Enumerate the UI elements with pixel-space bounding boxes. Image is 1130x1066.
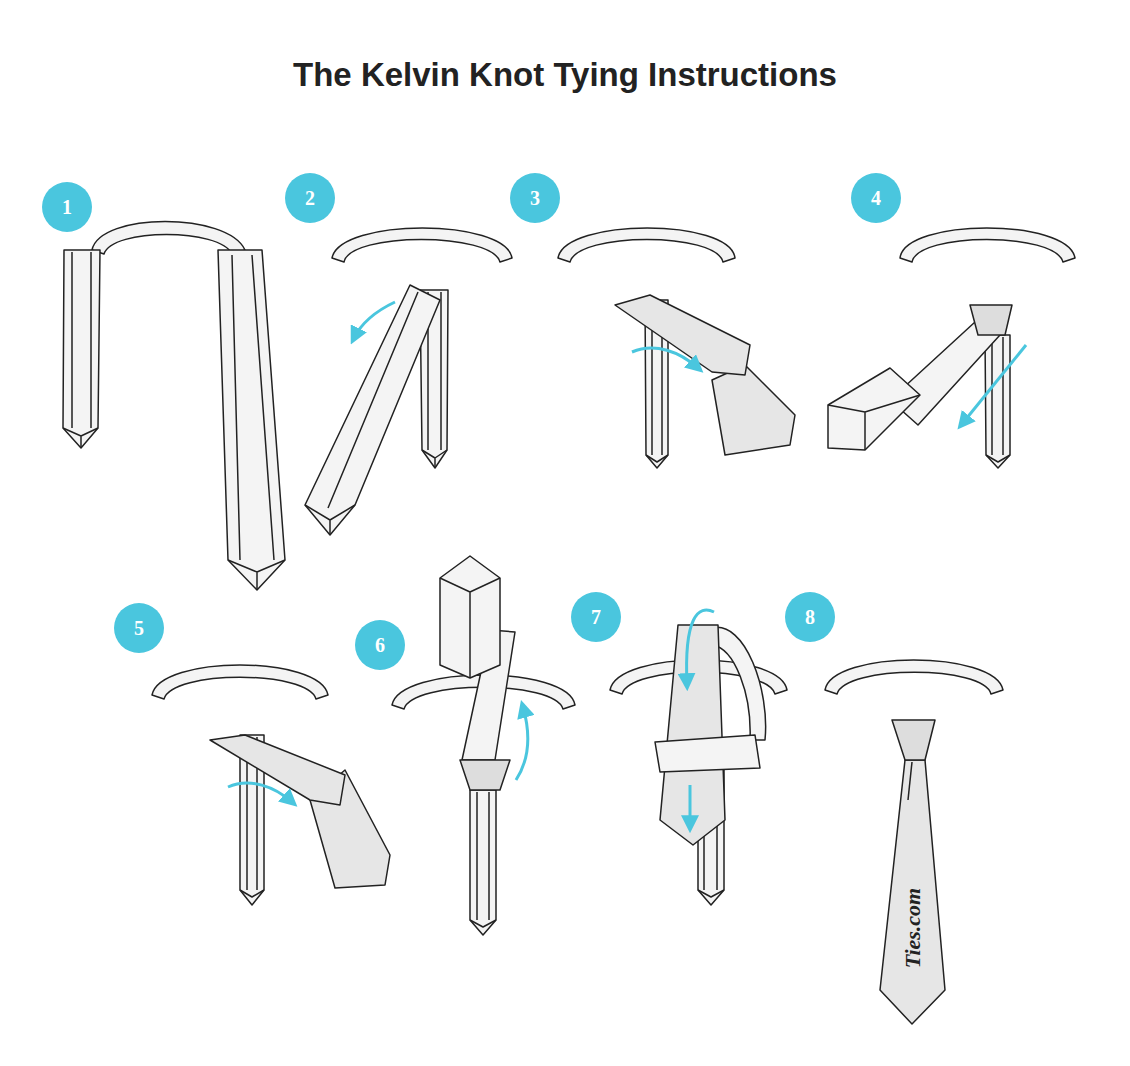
- tie-outline: [880, 760, 945, 1024]
- callout-number: 1: [62, 197, 72, 217]
- step-number-circle: 3: [510, 173, 560, 223]
- tie-step-3: [558, 228, 795, 468]
- callout-number: 4: [871, 188, 881, 208]
- tie-outline: [908, 762, 912, 800]
- tie-outline: [825, 660, 1003, 694]
- tie-outline: [558, 228, 735, 262]
- tie-outline: [712, 365, 795, 455]
- tie-outline: [687, 610, 714, 684]
- tie-outline: [892, 720, 935, 760]
- step-number-circle: 6: [355, 620, 405, 670]
- callout-number: 5: [134, 618, 144, 638]
- tie-outline: [228, 255, 285, 590]
- tie-outline: [460, 760, 510, 790]
- tie-outline: [470, 792, 496, 927]
- tie-outline: [632, 348, 698, 368]
- tie-outline: [985, 335, 1010, 468]
- step-number-circle: 1: [42, 182, 92, 232]
- tie-outline: [210, 735, 345, 805]
- callout-number: 7: [591, 607, 601, 627]
- tie-step-6: [392, 556, 575, 935]
- tie-outline: [615, 295, 750, 375]
- tie-outline: [63, 252, 98, 448]
- tie-outline: [516, 707, 528, 780]
- callout-number: 6: [375, 635, 385, 655]
- tie-outline: [828, 395, 920, 450]
- callout-number: 8: [805, 607, 815, 627]
- tie-outline: [660, 625, 725, 845]
- tie-outline: [828, 368, 920, 450]
- callout-number: 3: [530, 188, 540, 208]
- tie-outline: [440, 556, 500, 678]
- tie-outline: [655, 735, 760, 772]
- tie-step-1: [63, 222, 285, 591]
- tie-outline: [962, 345, 1026, 424]
- tie-outline: [63, 250, 100, 448]
- step-number-circle: 7: [571, 592, 621, 642]
- tie-outline: [92, 222, 245, 255]
- callout-number: 2: [305, 188, 315, 208]
- tie-outline: [986, 337, 1010, 462]
- step-number-circle: 5: [114, 603, 164, 653]
- step-number-circle: 2: [285, 173, 335, 223]
- tie-outline: [218, 250, 285, 590]
- brand-watermark: Ties.com: [902, 888, 924, 968]
- step-number-circle: 8: [785, 592, 835, 642]
- tie-step-7: [610, 610, 787, 905]
- step-number-circle: 4: [851, 173, 901, 223]
- tie-outline: [305, 292, 418, 535]
- tie-step-8: [825, 660, 1003, 1024]
- tie-outline: [900, 228, 1075, 262]
- tie-step-5: [152, 665, 390, 905]
- tie-outline: [440, 578, 500, 678]
- tie-step-2: [305, 228, 512, 535]
- tie-outline: [354, 302, 395, 338]
- tie-outline: [152, 665, 328, 699]
- tie-outline: [689, 785, 692, 826]
- tie-outline: [305, 285, 440, 535]
- tie-outline: [332, 228, 512, 262]
- tie-outline: [228, 783, 292, 802]
- tie-outline: [970, 305, 1012, 335]
- title: The Kelvin Knot Tying Instructions: [0, 56, 1130, 94]
- tie-step-4: [828, 228, 1075, 468]
- tie-outline: [470, 790, 496, 935]
